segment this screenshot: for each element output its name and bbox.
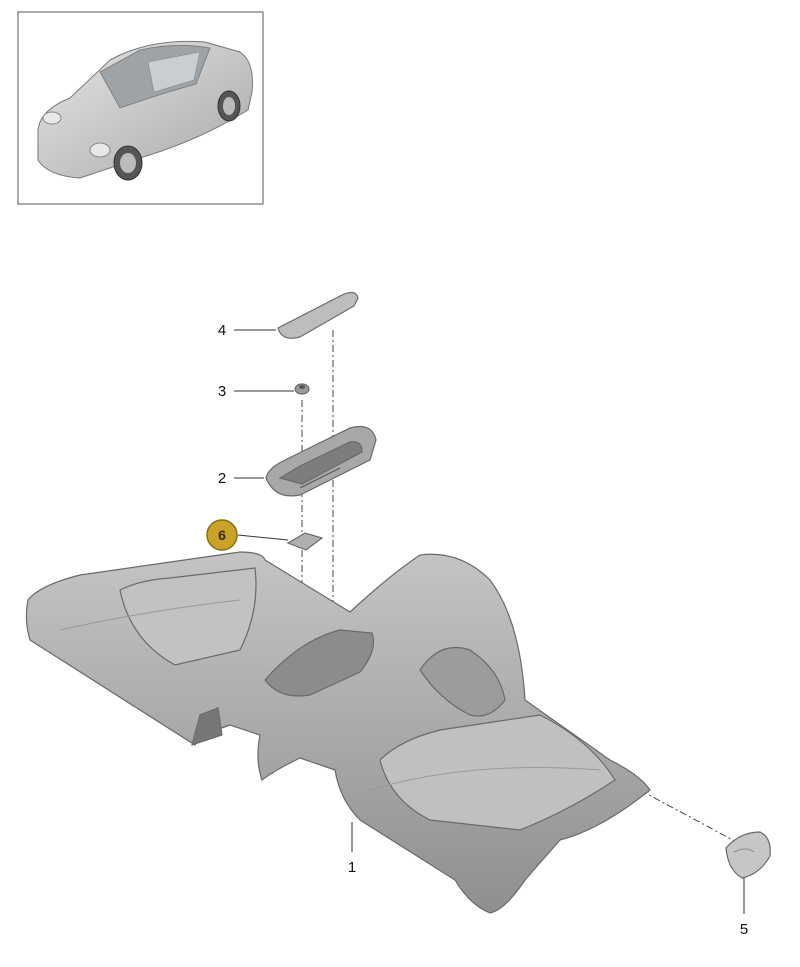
highlight-badge <box>206 519 238 551</box>
car-illustration <box>37 40 253 181</box>
rear-seat-cushion <box>25 551 651 914</box>
callout-number: 4 <box>218 322 226 339</box>
callout-6-highlighted[interactable]: 6 <box>206 519 238 551</box>
callout-3[interactable]: 3 <box>218 383 226 400</box>
callout-5[interactable]: 5 <box>740 921 748 938</box>
callout-number: 6 <box>218 527 226 543</box>
tray-insert <box>265 425 377 497</box>
callout-number: 3 <box>218 383 226 400</box>
callout-1[interactable]: 1 <box>348 859 356 876</box>
nut <box>294 383 310 395</box>
leader-lines <box>234 329 745 914</box>
callout-number: 1 <box>348 859 356 876</box>
vehicle-thumbnail <box>17 11 264 205</box>
callout-number: 2 <box>218 470 226 487</box>
callout-4[interactable]: 4 <box>218 322 226 339</box>
cap-plug <box>286 532 324 551</box>
callout-2[interactable]: 2 <box>218 470 226 487</box>
callout-number: 5 <box>740 921 748 938</box>
trim-cover <box>725 831 771 879</box>
cover-strip <box>277 291 359 339</box>
